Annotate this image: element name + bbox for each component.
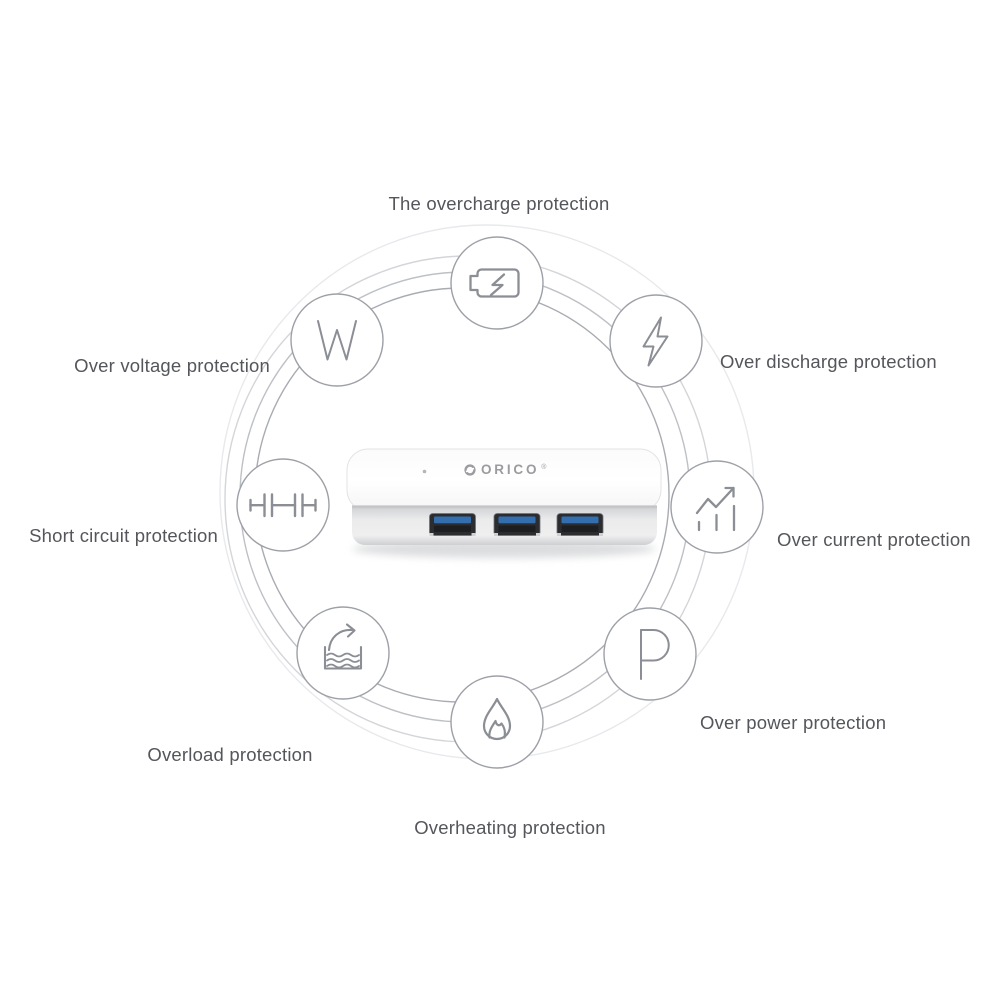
brand-badge: ORICO ®: [464, 463, 546, 477]
feature-label-discharge: Over discharge protection: [720, 350, 937, 372]
registered-mark: ®: [541, 464, 547, 471]
usb-port: [429, 513, 476, 536]
feature-circles: [236, 236, 764, 769]
feature-label-overload: Overload protection: [147, 743, 313, 765]
usb-port-tongue: [434, 516, 471, 524]
feature-label-power: Over power protection: [700, 711, 887, 733]
usb-port: [556, 513, 604, 536]
feature-icons: [249, 268, 736, 741]
feature-circle-overload: [296, 606, 390, 700]
usb-port: [493, 513, 541, 536]
capacitor-circuit-icon: [249, 493, 317, 518]
feature-circle-power: [603, 607, 697, 701]
feature-circle-discharge: [609, 294, 703, 388]
feature-label-voltage: Over voltage protection: [74, 354, 270, 376]
feature-label-current: Over current protection: [777, 528, 971, 550]
lightning-bolt-icon: [642, 316, 669, 367]
flame-icon: [482, 697, 512, 741]
overflow-container-icon: [323, 623, 363, 670]
feature-label-overheating: Overheating protection: [414, 816, 606, 838]
battery-charge-icon: [469, 268, 520, 298]
led-indicator: [422, 469, 427, 474]
feature-circle-overheating: [450, 675, 544, 769]
letter-w-icon: [317, 320, 357, 361]
usb-hub-device: [346, 448, 662, 558]
brand-name: ORICO: [481, 462, 540, 477]
orico-logo-icon: [464, 464, 476, 476]
feature-circle-overcharge: [450, 236, 544, 330]
usb-port-tongue: [498, 516, 536, 524]
feature-circle-voltage: [290, 293, 384, 387]
device-top-face: [346, 448, 662, 512]
feature-label-overcharge: The overcharge protection: [388, 192, 610, 214]
letter-p-icon: [640, 629, 670, 680]
feature-label-short-circuit: Short circuit protection: [29, 524, 218, 546]
usb-port-tongue: [561, 516, 599, 524]
rising-chart-icon: [695, 486, 736, 532]
